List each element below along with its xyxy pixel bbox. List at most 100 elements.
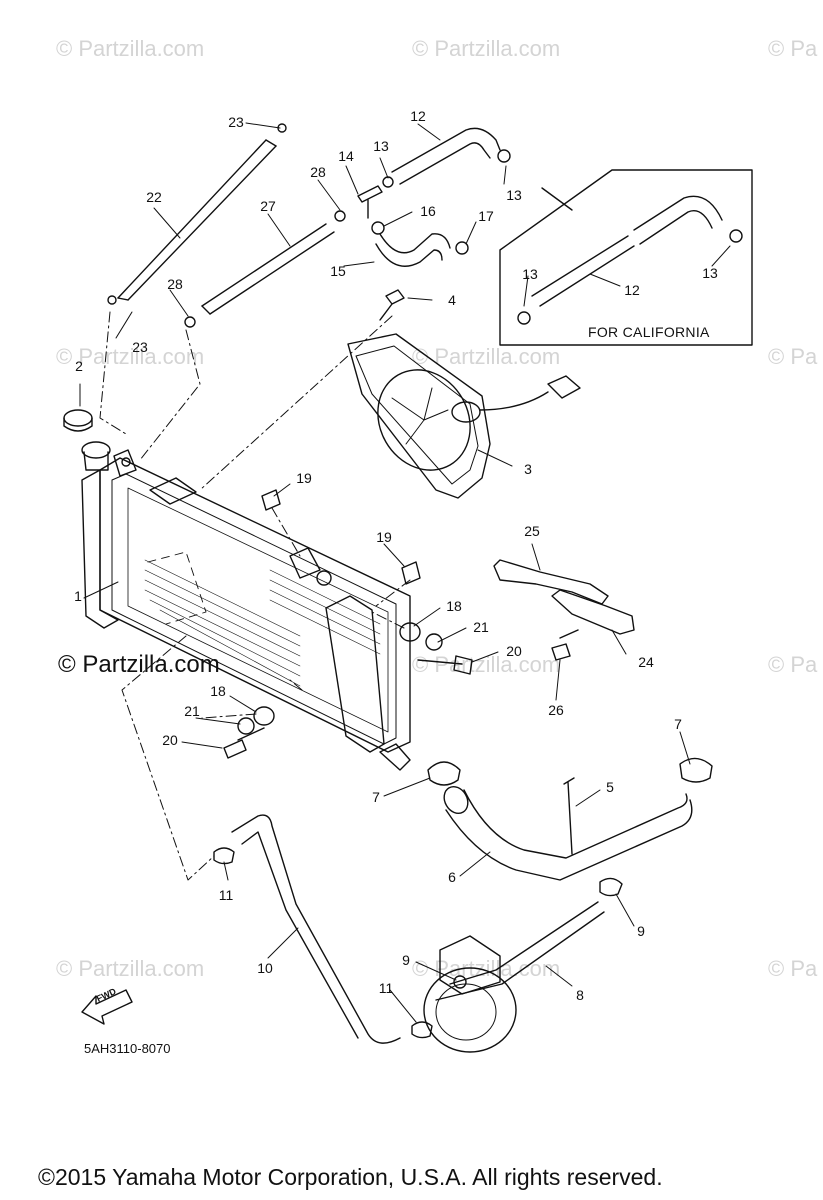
guide-lines [100, 312, 410, 880]
cooling-fan [348, 334, 580, 498]
hose-clamp [428, 762, 460, 785]
leader-lines [80, 123, 730, 1022]
callout-number: 22 [146, 189, 162, 205]
callout-number: 19 [296, 470, 312, 486]
hose [532, 236, 634, 306]
watermark: © Partzilla.com [56, 344, 205, 369]
hose-clamp [600, 878, 622, 895]
callout-number: 20 [162, 732, 178, 748]
grommet [262, 490, 280, 510]
callout-number: 11 [378, 980, 394, 996]
callout-number: 13 [506, 187, 522, 203]
callout-number: 21 [473, 619, 489, 635]
hose [232, 815, 400, 1043]
radiator-cap [64, 410, 92, 431]
collar [426, 634, 442, 650]
callout-number: 2 [75, 358, 83, 374]
callout-number: 3 [524, 461, 532, 477]
bracket [494, 560, 608, 604]
hose-clamp [730, 230, 742, 242]
callout-number: 7 [674, 716, 682, 732]
grommet [400, 623, 420, 641]
bolt [552, 630, 578, 660]
bolt [224, 728, 264, 758]
callout-number: 10 [257, 960, 273, 976]
copyright-notice: ©2015 Yamaha Motor Corporation, U.S.A. A… [38, 1164, 663, 1190]
watermark: © Partzilla.com [56, 956, 205, 981]
band [564, 778, 574, 854]
hose-clamp [456, 242, 468, 254]
callout-number: 25 [524, 523, 540, 539]
callout-number: 16 [420, 203, 436, 219]
hose-clamp [335, 211, 345, 221]
california-box-label: FOR CALIFORNIA [588, 324, 710, 340]
bolt [380, 290, 404, 320]
hose [446, 790, 692, 880]
california-box-pointer [542, 188, 572, 210]
callout-number: 28 [310, 164, 326, 180]
callout-number: 11 [218, 887, 234, 903]
hose-clamp [412, 1022, 432, 1038]
callout-number: 14 [338, 148, 354, 164]
callout-number: 7 [372, 789, 380, 805]
hose [392, 128, 500, 184]
watermark: © Pa [768, 956, 818, 981]
bolt [358, 186, 382, 218]
callout-number: 21 [184, 703, 200, 719]
callout-number: 12 [410, 108, 426, 124]
hose [376, 234, 450, 266]
grommet [402, 562, 420, 584]
callout-number: 17 [478, 208, 494, 224]
watermark: © Pa [768, 36, 818, 61]
bracket [552, 590, 634, 634]
callout-number: 15 [330, 263, 346, 279]
callout-number: 13 [522, 266, 538, 282]
callout-number: 9 [637, 923, 645, 939]
radiator [82, 442, 410, 770]
part-code: 5AH3110-8070 [84, 1041, 171, 1056]
hose-clamp [518, 312, 530, 324]
partzilla-watermark: © Partzilla.com [58, 651, 220, 678]
callout-number: 23 [132, 339, 148, 355]
hose-clamp [498, 150, 510, 162]
hose [436, 902, 604, 1000]
callout-number: 19 [376, 529, 392, 545]
callout-number: 23 [228, 114, 244, 130]
fwd-arrow-icon [82, 990, 132, 1024]
callout-number: 18 [446, 598, 462, 614]
callout-number: 28 [167, 276, 183, 292]
callout-number: 13 [702, 265, 718, 281]
watermark: © Pa [768, 344, 818, 369]
hose [202, 224, 334, 314]
callout-number: 1 [74, 588, 82, 604]
hose-clamp [680, 758, 712, 782]
hose-clamp [185, 317, 195, 327]
hose-clamp [214, 848, 234, 864]
callout-number: 20 [506, 643, 522, 659]
callout-number: 4 [448, 292, 456, 308]
watermark: © Partzilla.com [412, 36, 561, 61]
bolt [418, 656, 472, 674]
hose [118, 140, 276, 300]
watermark: © Partzilla.com [56, 36, 205, 61]
watermark: © Partzilla.com [412, 344, 561, 369]
hose [634, 196, 722, 244]
callout-number: 24 [638, 654, 654, 670]
fitting [372, 222, 384, 234]
callout-number: 13 [373, 138, 389, 154]
grommet [254, 707, 274, 725]
callout-number: 12 [624, 282, 640, 298]
callout-number: 18 [210, 683, 226, 699]
hose-clamp [108, 296, 116, 304]
callout-number: 26 [548, 702, 564, 718]
hose-end [439, 782, 472, 817]
callout-number: 5 [606, 779, 614, 795]
california-box [500, 170, 752, 345]
callout-number: 8 [576, 987, 584, 1003]
callout-number: 6 [448, 869, 456, 885]
callout-number: 9 [402, 952, 410, 968]
callout-number: 27 [260, 198, 276, 214]
watermark: © Pa [768, 652, 818, 677]
water-pump [424, 936, 516, 1052]
